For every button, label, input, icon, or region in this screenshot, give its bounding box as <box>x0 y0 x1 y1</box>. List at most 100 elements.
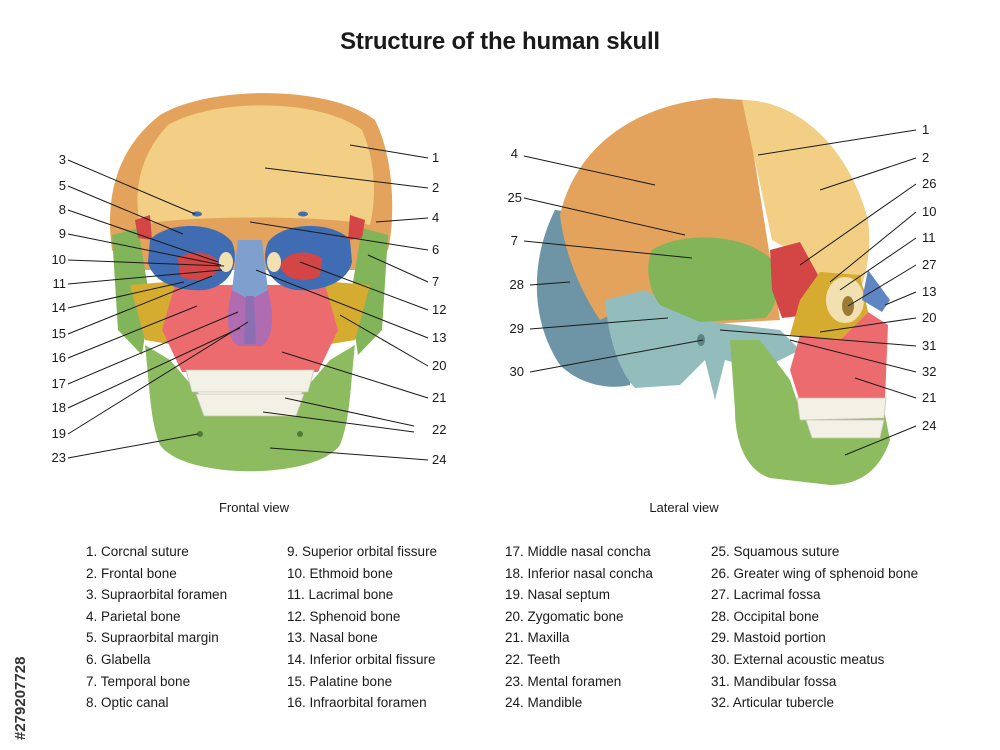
frontal-callout: 8 <box>59 202 66 217</box>
side-code: #279207728 <box>12 657 29 740</box>
legend-column: 1. Corcnal suture 2. Frontal bone 3. Sup… <box>86 541 227 714</box>
frontal-callout: 9 <box>59 226 66 241</box>
legend-item: 7. Temporal bone <box>86 673 191 689</box>
lateral-callout: 4 <box>511 146 518 161</box>
upper-teeth-shape <box>185 369 315 393</box>
right-supraorbital-foramen <box>298 211 308 217</box>
frontal-callout: 6 <box>432 242 439 257</box>
right-temple-sphenoid <box>348 215 365 240</box>
legend-item: 24. Mandible <box>505 695 583 711</box>
frontal-callout: 14 <box>52 300 66 315</box>
legend-item: 26. Greater wing of sphenoid bone <box>711 565 919 581</box>
legend-item: 27. Lacrimal fossa <box>711 587 821 603</box>
lateral-view-label: Lateral view <box>649 500 719 515</box>
lateral-skull <box>536 98 890 485</box>
lateral-callout: 32 <box>922 364 936 379</box>
lateral-callout: 7 <box>511 233 518 248</box>
frontal-callout: 15 <box>52 326 66 341</box>
lateral-callout: 2 <box>922 150 929 165</box>
legend-item: 16. Infraorbital foramen <box>287 695 427 711</box>
legend-item: 21. Maxilla <box>505 630 570 646</box>
legend-item: 20. Zygomatic bone <box>505 608 624 624</box>
legend-item: 10. Ethmoid bone <box>287 565 393 581</box>
legend-item: 5. Supraorbital margin <box>86 630 219 646</box>
frontal-leader-lines <box>67 144 429 461</box>
frontal-callout: 24 <box>432 452 446 467</box>
frontal-callout: 2 <box>432 180 439 195</box>
right-mental-foramen <box>297 431 303 437</box>
lateral-leader-lines <box>523 129 917 456</box>
frontal-callout: 1 <box>432 150 439 165</box>
legend-item: 13. Nasal bone <box>287 630 378 646</box>
legend-item: 9. Superior orbital fissure <box>287 544 438 559</box>
legend-item: 14. Inferior orbital fissure <box>287 651 436 667</box>
frontal-callout: 13 <box>432 330 446 345</box>
right-ethmoid-shape <box>267 252 281 272</box>
lateral-callout: 13 <box>922 284 936 299</box>
legend-item: 15. Palatine bone <box>287 673 393 689</box>
frontal-callout: 7 <box>432 274 439 289</box>
lateral-frontal-shape <box>742 100 870 290</box>
lateral-temporal-shape <box>648 237 778 322</box>
frontal-callout: 3 <box>59 152 66 167</box>
lower-teeth-shape <box>195 393 305 417</box>
nasal-septum-shape <box>244 296 256 344</box>
legend-item: 3. Supraorbital foramen <box>86 587 228 603</box>
legend-item: 28. Occipital bone <box>711 608 820 624</box>
page-title: Structure of the human skull <box>340 28 660 55</box>
legend-column: 25. Squamous suture 26. Greater wing of … <box>711 541 918 714</box>
frontal-bone-shape <box>137 105 374 225</box>
frontal-callout: 10 <box>52 252 66 267</box>
right-orbit-sphenoid <box>280 252 322 281</box>
frontal-callout: 11 <box>53 276 67 291</box>
lateral-callout: 21 <box>922 390 936 405</box>
legend-item: 1. Corcnal suture <box>86 544 189 559</box>
lateral-number-labels: 4 25 7 28 29 30 1 2 26 10 11 27 13 20 31… <box>508 122 937 433</box>
lateral-callout: 26 <box>922 176 936 191</box>
frontal-callout: 22 <box>432 422 446 437</box>
left-supraorbital-foramen <box>192 211 202 217</box>
legend-item: 32. Articular tubercle <box>711 695 835 711</box>
legend-item: 11. Lacrimal bone <box>287 587 394 603</box>
legend-item: 23. Mental foramen <box>505 673 622 689</box>
legend-item: 19. Nasal septum <box>505 587 611 603</box>
side-code-text: #279207728 <box>12 657 29 740</box>
legend-item: 4. Parietal bone <box>86 608 181 624</box>
legend-item: 29. Mastoid portion <box>711 630 826 646</box>
lateral-callout: 20 <box>922 310 936 325</box>
skull-diagram: 3 5 8 9 10 11 14 15 16 17 18 19 23 1 2 4… <box>52 93 937 515</box>
frontal-callout: 18 <box>52 400 66 415</box>
lateral-callout: 31 <box>922 338 936 353</box>
frontal-callout: 19 <box>52 426 66 441</box>
legend-item: 12. Sphenoid bone <box>287 608 401 624</box>
frontal-callout: 12 <box>432 302 446 317</box>
frontal-callout: 5 <box>59 178 66 193</box>
legend-column: 17. Middle nasal concha 18. Inferior nas… <box>505 541 653 714</box>
legend-item: 8. Optic canal <box>86 695 169 711</box>
legend-item: 25. Squamous suture <box>711 544 840 559</box>
legend-column: 9. Superior orbital fissure 10. Ethmoid … <box>287 541 437 714</box>
frontal-callout: 23 <box>52 450 66 465</box>
frontal-number-labels: 3 5 8 9 10 11 14 15 16 17 18 19 23 1 2 4… <box>52 150 447 467</box>
legend-item: 22. Teeth <box>505 651 561 667</box>
left-ethmoid-shape <box>219 252 233 272</box>
frontal-skull <box>109 93 393 472</box>
lateral-lower-teeth <box>805 419 885 439</box>
legend-item: 2. Frontal bone <box>86 565 177 581</box>
legend-item: 31. Mandibular fossa <box>711 673 837 689</box>
lateral-callout: 29 <box>510 321 524 336</box>
legend-item: 17. Middle nasal concha <box>505 544 651 559</box>
legend: 1. Corcnal suture 2. Frontal bone 3. Sup… <box>0 541 1000 721</box>
lateral-callout: 1 <box>922 122 929 137</box>
lateral-callout: 24 <box>922 418 936 433</box>
frontal-callout: 17 <box>52 376 66 391</box>
lateral-maxilla-shape <box>790 312 888 402</box>
lateral-callout: 25 <box>508 190 522 205</box>
legend-item: 30. External acoustic meatus <box>711 651 885 667</box>
nasal-bone-shape <box>232 240 268 300</box>
left-mental-foramen <box>197 431 203 437</box>
frontal-callout: 21 <box>432 390 446 405</box>
frontal-view-label: Frontal view <box>219 500 290 515</box>
lateral-upper-teeth <box>796 397 887 421</box>
frontal-callout: 4 <box>432 210 439 225</box>
